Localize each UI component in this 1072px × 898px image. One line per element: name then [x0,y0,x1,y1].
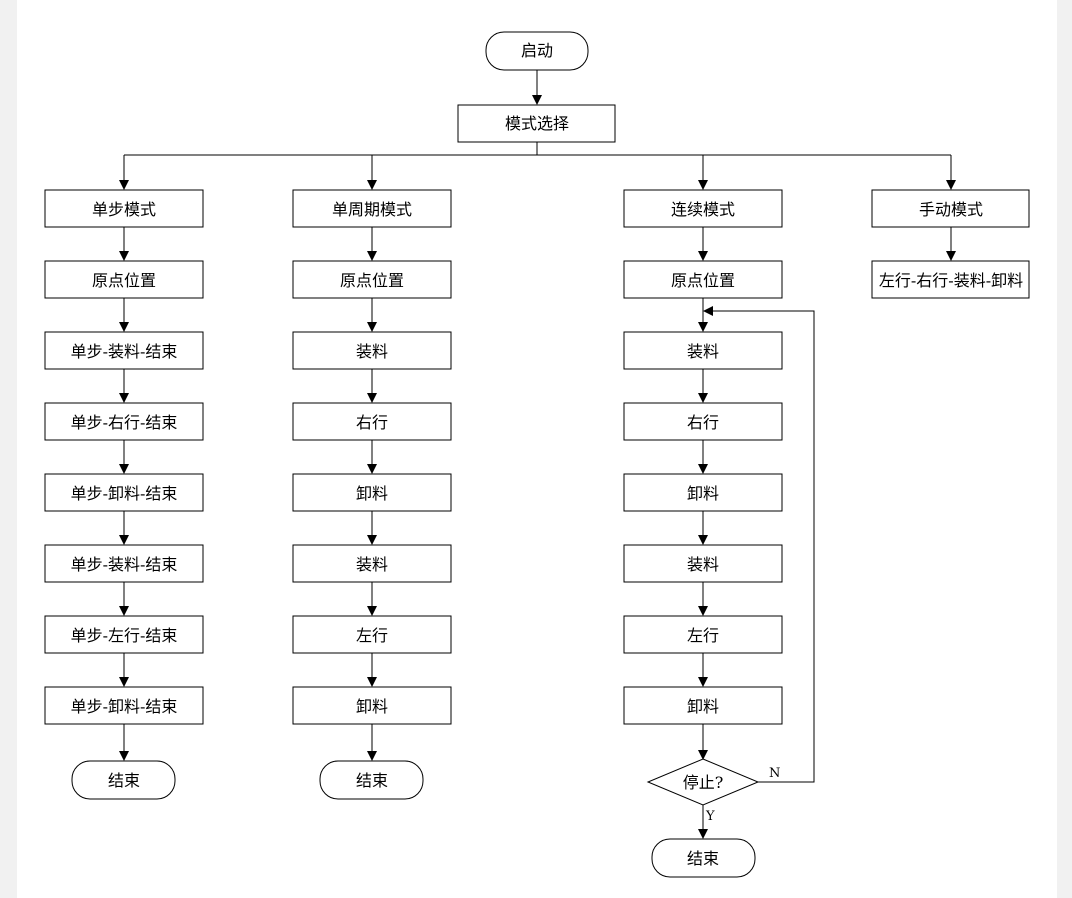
no-label: N [769,766,780,781]
step-box: 单步-右行-结束 [71,413,178,432]
column-single-step: 单步模式 原点位置 单步-装料-结束 单步-右行-结束 单步-卸料-结束 单步-… [44,189,204,800]
step-box: 卸料 [356,484,388,503]
end-terminator: 结束 [687,849,719,868]
step-box: 右行 [687,413,719,432]
mode-select-label: 模式选择 [505,114,569,133]
step-box: 装料 [687,342,719,361]
start-terminator: 启动 [485,31,589,71]
end-terminator: 结束 [108,771,140,790]
column-header: 连续模式 [671,200,735,219]
column-header: 手动模式 [919,200,983,219]
step-box: 左行-右行-装料-卸料 [879,271,1023,290]
page: 启动 模式选择 单步模式 原点位置 单步-装料-结束 单步-右行-结束 单步-卸… [17,0,1057,898]
column-header: 单周期模式 [332,200,412,219]
step-box: 原点位置 [92,271,156,290]
step-box: 装料 [356,555,388,574]
step-box: 原点位置 [340,271,404,290]
step-box: 右行 [356,413,388,432]
flowchart: 启动 模式选择 单步模式 原点位置 单步-装料-结束 单步-右行-结束 单步-卸… [44,31,1030,878]
step-box: 装料 [687,555,719,574]
column-header: 单步模式 [92,200,156,219]
step-box: 单步-卸料-结束 [71,484,178,503]
step-box: 单步-卸料-结束 [71,697,178,716]
step-box: 卸料 [687,484,719,503]
column-single-cycle: 单周期模式 原点位置 装料 右行 卸料 装料 左行 卸料 结束 [292,189,452,800]
step-box: 卸料 [356,697,388,716]
step-box: 装料 [356,342,388,361]
mode-select-box: 模式选择 [457,104,616,143]
decision-label: 停止? [683,773,724,792]
step-box: 原点位置 [671,271,735,290]
start-label: 启动 [521,41,553,60]
step-box: 卸料 [687,697,719,716]
loop-back-line [703,306,815,783]
step-box: 单步-装料-结束 [71,555,178,574]
yes-label: Y [705,809,715,824]
step-box: 单步-装料-结束 [71,342,178,361]
step-box: 左行 [356,626,388,645]
step-box: 左行 [687,626,719,645]
end-terminator: 结束 [356,771,388,790]
column-manual: 手动模式 左行-右行-装料-卸料 [871,189,1030,299]
step-box: 单步-左行-结束 [71,626,178,645]
column-continuous: 连续模式 原点位置 装料 右行 卸料 装料 左行 卸料 停止? N Y [623,189,815,878]
